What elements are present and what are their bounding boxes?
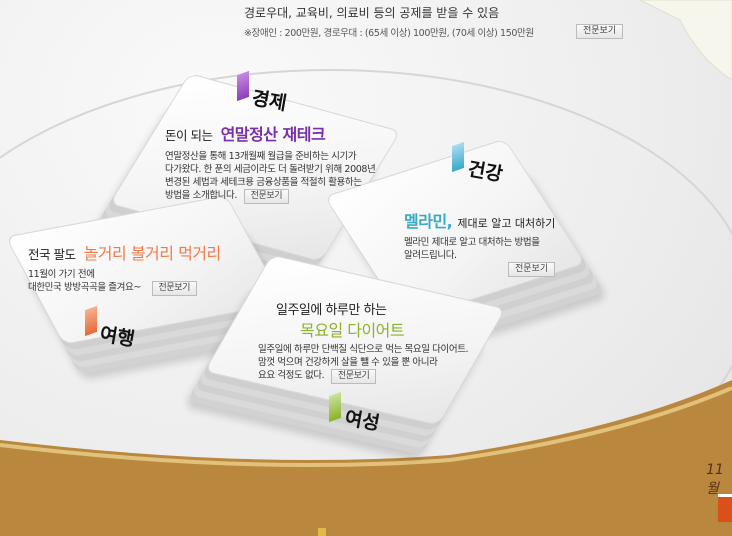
health-tag-icon: [452, 141, 464, 173]
economy-category: 경제: [250, 87, 289, 115]
women-category: 여성: [343, 407, 382, 435]
economy-title[interactable]: 연말정산 재테크: [220, 125, 326, 144]
economy-prefix: 돈이 되는: [165, 128, 213, 143]
health-view-button[interactable]: 전문보기: [508, 262, 556, 277]
corner-banner-icon[interactable]: [718, 494, 732, 522]
travel-heading[interactable]: 전국 팔도 놀거리 볼거리 먹거리: [28, 240, 221, 264]
corner-handwriting: 11월: [706, 462, 724, 497]
health-heading[interactable]: 멜라민, 제대로 알고 대처하기: [404, 208, 555, 232]
travel-view-button[interactable]: 전문보기: [151, 281, 198, 296]
travel-prefix: 전국 팔도: [28, 247, 76, 262]
travel-tag-icon: [85, 305, 97, 337]
travel-desc: 11월이 가기 전에 대한민국 방방곡곡을 즐겨요~ 전문보기: [28, 268, 198, 296]
health-category: 건강: [466, 158, 505, 186]
travel-category: 여행: [98, 323, 137, 351]
health-suffix: 제대로 알고 대처하기: [457, 217, 556, 230]
women-view-button[interactable]: 전문보기: [330, 369, 377, 384]
top-view-button[interactable]: 전문보기: [576, 24, 624, 39]
economy-heading[interactable]: 돈이 되는 연말정산 재테크: [165, 121, 326, 145]
health-title[interactable]: 멜라민,: [404, 212, 453, 231]
travel-title[interactable]: 놀거리 볼거리 먹거리: [83, 244, 222, 263]
women-title[interactable]: 목요일 다이어트: [300, 321, 405, 340]
women-tag-icon: [329, 391, 341, 423]
women-prefix: 일주일에 하루만 하는: [276, 303, 387, 318]
top-line2: ※장애인 : 200만원, 경로우대 : (65세 이상) 100만원, (70…: [244, 28, 534, 39]
women-desc: 일주일에 하루만 단백질 식단으로 먹는 목요일 다이어트.맘껏 먹으며 건강하…: [258, 343, 469, 384]
top-line1: 경로우대, 교육비, 의료비 등의 공제를 받을 수 있음: [244, 6, 500, 20]
economy-view-button[interactable]: 전문보기: [243, 189, 290, 204]
economy-tag-icon: [237, 70, 249, 102]
